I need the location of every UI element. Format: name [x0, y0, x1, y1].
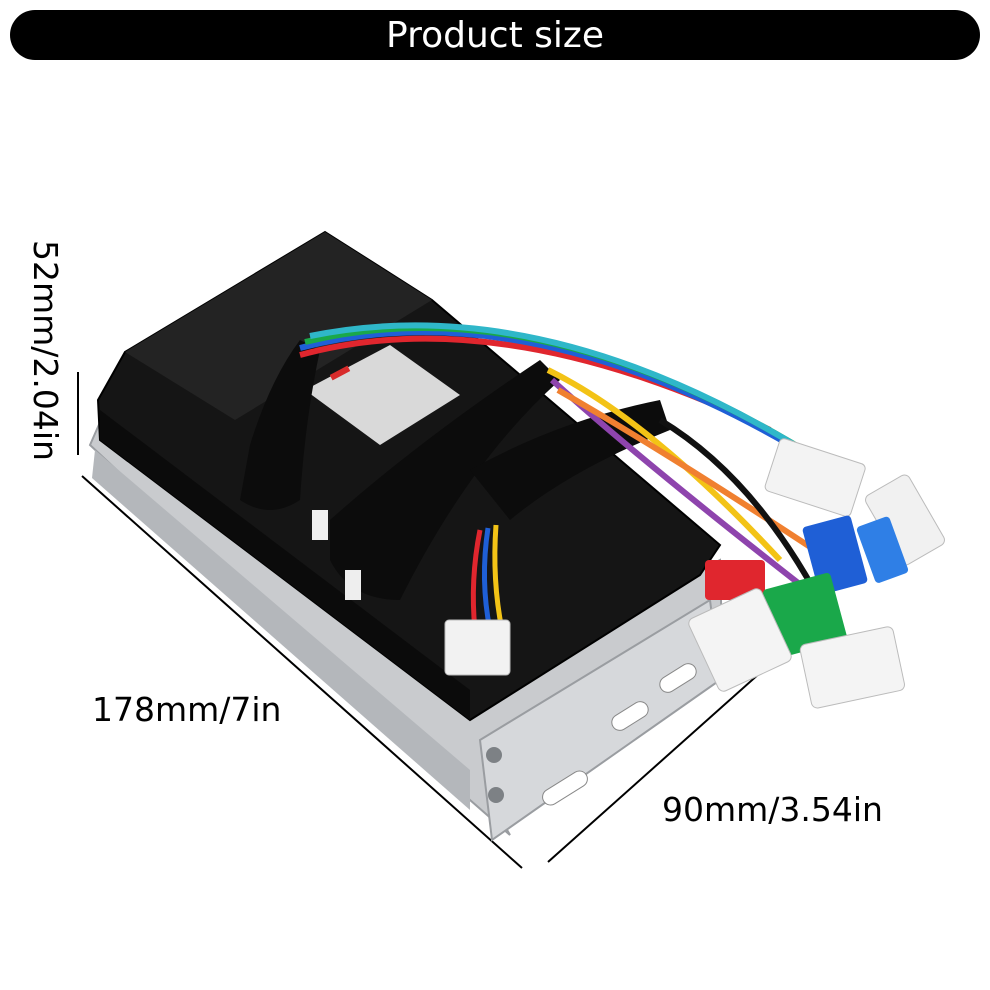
- controller-front: [100, 410, 470, 720]
- mount-slot: [542, 770, 588, 806]
- wire: [546, 367, 783, 563]
- connector-white: [688, 588, 792, 692]
- length-dimension-line: [81, 475, 523, 869]
- screw: [486, 747, 502, 763]
- length-dimension-label: 178mm/7in: [92, 690, 282, 729]
- connector-white: [799, 626, 905, 709]
- width-dimension-label: 90mm/3.54in: [662, 790, 883, 829]
- terminal-pin: [345, 570, 361, 600]
- connector-white: [444, 619, 511, 676]
- title-bar: Product size: [10, 10, 980, 60]
- connector-blue: [856, 516, 909, 583]
- label-red-stripe: [329, 365, 351, 381]
- controller-top: [125, 232, 432, 420]
- connector-green: [763, 573, 847, 657]
- wire: [481, 527, 493, 631]
- connector-red: [705, 560, 765, 600]
- mount-slot: [659, 663, 697, 693]
- mount-slot: [611, 701, 649, 731]
- page-title: Product size: [386, 14, 604, 56]
- wire: [309, 322, 852, 483]
- connector-white: [764, 438, 866, 517]
- screw: [488, 787, 504, 803]
- heatsink-side: [92, 450, 470, 810]
- height-dimension-label: 52mm/2.04in: [26, 240, 65, 461]
- terminal-pin: [312, 510, 328, 540]
- connector-blue: [802, 515, 868, 595]
- wire: [299, 329, 792, 448]
- wire-boot: [240, 340, 320, 510]
- width-dimension-line: [547, 647, 789, 863]
- wire: [470, 529, 483, 631]
- wire-boot: [330, 360, 560, 600]
- wire: [492, 524, 505, 631]
